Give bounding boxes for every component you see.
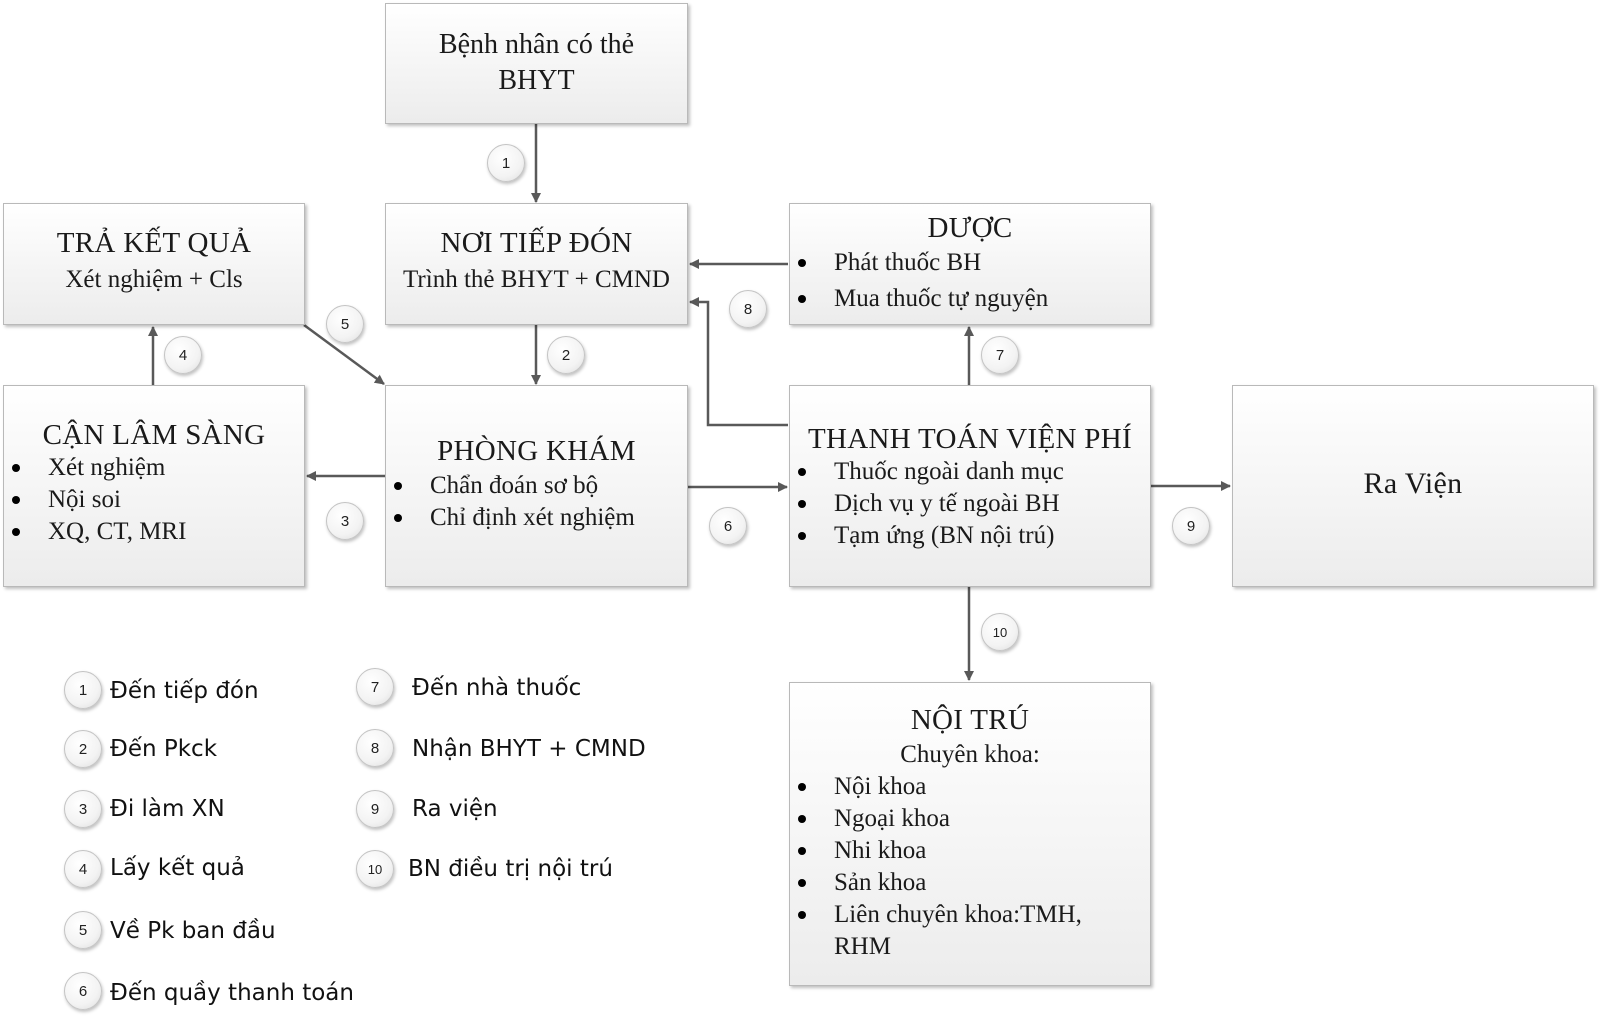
patient-line1: Bệnh nhân có thẻ (438, 29, 635, 60)
node-results: TRẢ KẾT QUẢ Xét nghiệm + Cls (3, 203, 305, 325)
legend-label: Đến nhà thuốc (412, 675, 582, 701)
clinic-list: Chẩn đoán sơ bộ Chỉ định xét nghiệm (386, 470, 687, 534)
node-inpatient: NỘI TRÚ Chuyên khoa: Nội khoa Ngoại khoa… (789, 682, 1151, 986)
inpatient-subtitle: Chuyên khoa: (900, 741, 1040, 768)
node-paraclinical: CẬN LÂM SÀNG Xét nghiệm Nội soi XQ, CT, … (3, 385, 305, 587)
node-clinic: PHÒNG KHÁM Chẩn đoán sơ bộ Chỉ định xét … (385, 385, 688, 587)
legend-badge: 8 (356, 729, 394, 767)
step-badge-9: 9 (1172, 507, 1210, 545)
list-item: Chẩn đoán sơ bộ (386, 470, 687, 502)
list-item: Ngoại khoa (790, 803, 1150, 835)
node-discharge: Ra Viện (1232, 385, 1594, 587)
legend-badge: 7 (356, 668, 394, 706)
discharge-title: Ra Viện (1363, 467, 1463, 500)
payment-list: Thuốc ngoài danh mục Dịch vụ y tế ngoài … (790, 456, 1150, 552)
step-badge-7: 7 (981, 336, 1019, 374)
legend-badge: 3 (64, 790, 102, 828)
legend-label: Về Pk ban đầu (110, 918, 276, 944)
paraclinical-title: CẬN LÂM SÀNG (42, 419, 266, 451)
legend-badge: 1 (64, 671, 102, 709)
legend-label: Đến Pkck (110, 736, 218, 762)
step-badge-6: 6 (709, 507, 747, 545)
list-item: Nhi khoa (790, 835, 1150, 867)
node-reception: NƠI TIẾP ĐÓN Trình thẻ BHYT + CMND (385, 203, 688, 325)
step-badge-1: 1 (487, 144, 525, 182)
list-item: Tạm ứng (BN nội trú) (790, 520, 1150, 552)
step-badge-3: 3 (326, 502, 364, 540)
step-badge-10: 10 (981, 613, 1019, 651)
arrow-payment-to-reception (689, 297, 788, 427)
list-item: Sản khoa (790, 867, 1150, 899)
patient-line2: BHYT (498, 65, 575, 96)
step-badge-5: 5 (326, 305, 364, 343)
list-item: Mua thuốc tự nguyện (790, 283, 1150, 315)
pharmacy-list: Phát thuốc BH Mua thuốc tự nguyện (790, 247, 1150, 315)
arrow-results-to-clinic (303, 323, 385, 386)
list-item: Xét nghiệm (4, 452, 304, 484)
legend-badge: 5 (64, 911, 102, 949)
paraclinical-list: Xét nghiệm Nội soi XQ, CT, MRI (4, 452, 304, 548)
step-badge-8: 8 (729, 290, 767, 328)
inpatient-list: Nội khoa Ngoại khoa Nhi khoa Sản khoa Li… (790, 771, 1150, 963)
legend-badge: 9 (356, 790, 394, 828)
legend-badge: 2 (64, 730, 102, 768)
legend-label: Đi làm XN (110, 796, 225, 822)
node-pharmacy: DƯỢC Phát thuốc BH Mua thuốc tự nguyện (789, 203, 1151, 325)
legend-label: Đến quầy thanh toán (110, 980, 354, 1006)
legend-label: BN điều trị nội trú (408, 856, 613, 882)
list-item: Nội soi (4, 484, 304, 516)
node-payment: THANH TOÁN VIỆN PHÍ Thuốc ngoài danh mục… (789, 385, 1151, 587)
list-item: Thuốc ngoài danh mục (790, 456, 1150, 488)
legend-label: Đến tiếp đón (110, 678, 259, 704)
list-item: Dịch vụ y tế ngoài BH (790, 488, 1150, 520)
step-badge-4: 4 (164, 336, 202, 374)
payment-title: THANH TOÁN VIỆN PHÍ (808, 423, 1132, 455)
reception-title: NƠI TIẾP ĐÓN (440, 227, 633, 259)
step-badge-2: 2 (547, 336, 585, 374)
legend-label: Lấy kết quả (110, 855, 245, 881)
list-item: Liên chuyên khoa:TMH, RHM (790, 899, 1150, 963)
legend-label: Nhận BHYT + CMND (412, 736, 646, 762)
results-title: TRẢ KẾT QUẢ (56, 227, 252, 259)
reception-subtitle: Trình thẻ BHYT + CMND (403, 266, 670, 293)
list-item: Phát thuốc BH (790, 247, 1150, 279)
inpatient-title: NỘI TRÚ (910, 704, 1030, 736)
legend-badge: 6 (64, 972, 102, 1010)
pharmacy-title: DƯỢC (927, 212, 1013, 244)
legend-badge: 4 (64, 850, 102, 888)
list-item: Chỉ định xét nghiệm (386, 502, 687, 534)
node-patient: Bệnh nhân có thẻ BHYT (385, 3, 688, 124)
results-subtitle: Xét nghiệm + Cls (65, 266, 243, 293)
list-item: XQ, CT, MRI (4, 516, 304, 548)
legend-label: Ra viện (412, 796, 498, 822)
legend-badge: 10 (356, 850, 394, 888)
clinic-title: PHÒNG KHÁM (437, 435, 636, 467)
list-item: Nội khoa (790, 771, 1150, 803)
